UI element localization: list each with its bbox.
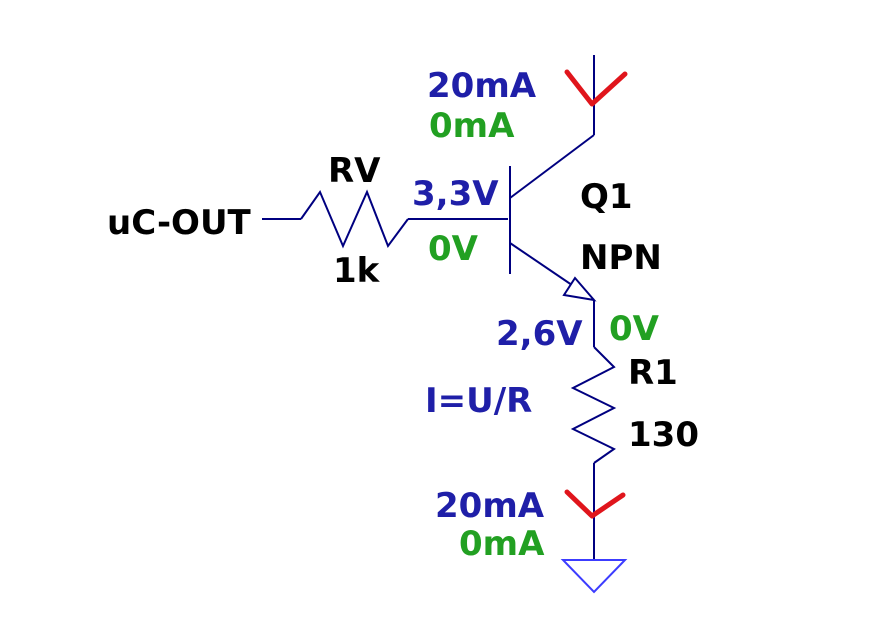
q1-transistor xyxy=(509,134,597,302)
base-voltage-before-label: 3,3V xyxy=(412,174,499,214)
q1-type-label: NPN xyxy=(580,238,662,278)
ground-icon xyxy=(560,559,628,594)
q1-emitter-arrow xyxy=(562,276,597,302)
wires xyxy=(262,55,595,560)
r1-resistor xyxy=(570,346,617,464)
formula-label: I=U/R xyxy=(425,381,532,421)
q1-collector-lead xyxy=(509,134,595,199)
rv-resistor xyxy=(300,189,409,249)
emitter-voltage-before-label: 2,6V xyxy=(496,314,583,354)
rv-value-label: 1k xyxy=(333,251,381,291)
input-net-label: uC-OUT xyxy=(107,203,252,243)
ground-current-marker-icon xyxy=(564,489,626,519)
collector-current-before-label: 20mA xyxy=(427,66,537,106)
r1-value-label: 130 xyxy=(628,415,699,455)
r1-name-label: R1 xyxy=(628,353,678,393)
q1-name-label: Q1 xyxy=(580,177,633,217)
emitter-voltage-after-label: 0V xyxy=(609,309,660,349)
collector-current-after-label: 0mA xyxy=(429,106,515,146)
ground-current-after-label: 0mA xyxy=(459,524,545,564)
rv-name-label: RV xyxy=(328,151,381,191)
ground-current-before-label: 20mA xyxy=(435,486,545,526)
collector-current-marker-icon xyxy=(564,69,628,107)
red-check-icon xyxy=(564,69,628,519)
base-voltage-after-label: 0V xyxy=(428,229,479,269)
